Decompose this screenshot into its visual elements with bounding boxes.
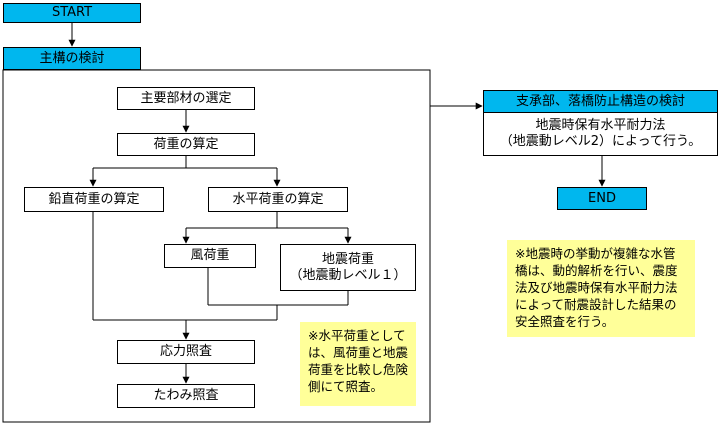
step-horizontal-load: 水平荷重の算定 [208,187,348,212]
end-label: END [588,190,616,206]
start-label: START [51,5,93,21]
step-vertical-load-label: 鉛直荷重の算定 [48,191,140,207]
step-deflection-check-label: たわみ照査 [153,388,219,404]
main-header-label: 主構の検討 [39,50,105,66]
bearing-header-label: 支承部、落橋防止構造の検討 [515,93,685,109]
step-seismic-load-label: 地震荷重 [321,251,374,267]
note-horizontal-text: ※水平荷重としては、風荷重と地震荷重を比較し危険側にて照査。 [308,328,409,394]
note-horizontal-load: ※水平荷重としては、風荷重と地震荷重を比較し危険側にて照査。 [300,322,416,406]
step-member-selection: 主要部材の選定 [117,87,255,110]
bearing-body-line2: （地震動レベル2）によって行う。 [499,134,702,149]
note-seismic-design: ※地震時の挙動が複雑な水管橋は、動的解析を行い、震度法及び地震時保有水平耐力法に… [507,240,695,337]
step-stress-check: 応力照査 [117,340,255,364]
step-seismic-level-label: （地震動レベル１） [289,267,407,283]
main-frame [2,69,431,423]
step-load-calc: 荷重の算定 [117,133,255,156]
step-member-selection-label: 主要部材の選定 [140,90,232,106]
end-terminal: END [557,187,647,210]
step-stress-check-label: 応力照査 [159,344,212,360]
bearing-header: 支承部、落橋防止構造の検討 [483,90,718,112]
step-wind-load-label: 風荷重 [190,248,230,264]
main-header: 主構の検討 [3,47,141,70]
note-seismic-text: ※地震時の挙動が複雑な水管橋は、動的解析を行い、震度法及び地震時保有水平耐力法に… [515,246,678,329]
bearing-body: 地震時保有水平耐力法 （地震動レベル2）によって行う。 [483,112,718,156]
step-horizontal-load-label: 水平荷重の算定 [232,191,324,207]
step-wind-load: 風荷重 [164,244,256,268]
step-seismic-load: 地震荷重 （地震動レベル１） [280,244,416,291]
step-load-calc-label: 荷重の算定 [153,136,219,152]
start-terminal: START [3,3,141,23]
step-vertical-load: 鉛直荷重の算定 [24,187,164,212]
step-deflection-check: たわみ照査 [117,384,255,408]
bearing-body-line1: 地震時保有水平耐力法 [535,118,666,134]
